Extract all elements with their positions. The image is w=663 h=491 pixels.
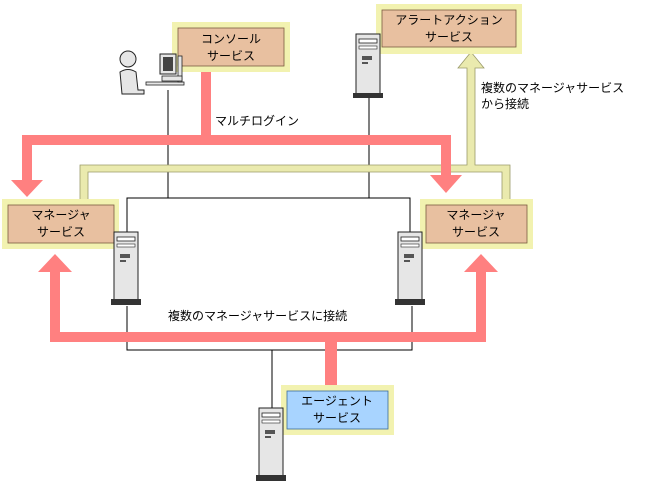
manager-left-service-box: マネージャ サービス — [2, 199, 119, 249]
agent-service-label-2: サービス — [313, 411, 361, 425]
multi-login-arrow — [11, 70, 462, 197]
agent-backbone-line — [126, 306, 413, 351]
server-tower-icon — [353, 33, 383, 98]
manager-right-label-2: サービス — [452, 225, 500, 239]
agent-service-label-1: エージェント — [301, 394, 373, 408]
alert-service-label-1: アラートアクション — [395, 13, 502, 27]
console-service-label-1: コンソール — [201, 32, 261, 46]
server-tower-icon — [395, 231, 425, 305]
console-service-label-2: サービス — [207, 49, 255, 63]
network-lines — [126, 90, 413, 408]
alert-service-label-2: サービス — [425, 30, 473, 44]
alert-connect-label-1: 複数のマネージャサービス — [481, 80, 624, 95]
multi-login-label: マルチログイン — [215, 114, 299, 128]
console-service-box: コンソール サービス — [172, 22, 290, 72]
manager-backbone-line — [126, 197, 411, 232]
agent-connect-label: 複数のマネージャサービスに接続 — [168, 308, 347, 323]
user-at-workstation-icon — [119, 50, 185, 95]
agent-connection-arrow — [38, 254, 498, 390]
manager-right-label-1: マネージャ — [446, 208, 505, 222]
alert-connect-label-2: から接続 — [481, 96, 529, 111]
manager-left-label-1: マネージャ — [31, 208, 90, 222]
alert-service-box: アラートアクション サービス — [376, 4, 522, 54]
server-tower-icon — [111, 231, 141, 305]
manager-left-label-2: サービス — [37, 225, 85, 239]
agent-service-box: エージェント サービス — [281, 385, 394, 435]
alert-connection-arrow — [79, 51, 511, 203]
manager-right-service-box: マネージャ サービス — [420, 199, 533, 249]
server-tower-icon — [256, 407, 286, 481]
